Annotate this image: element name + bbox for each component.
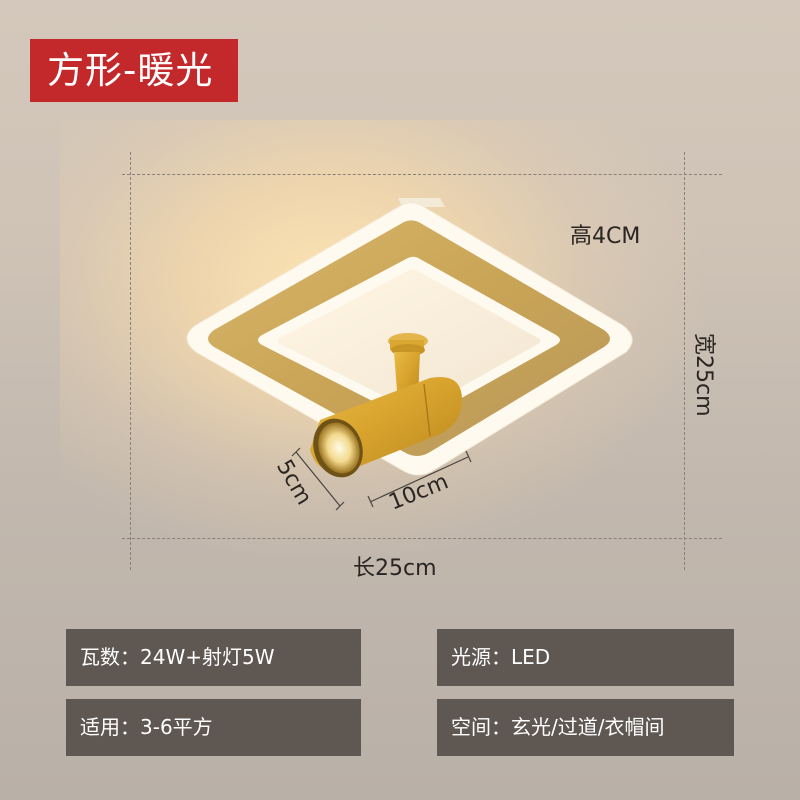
outer-led-ring xyxy=(186,202,633,476)
dimension-line-top xyxy=(122,174,722,175)
spec-area: 适用：3-6平方 xyxy=(66,699,361,756)
dimension-line-right xyxy=(684,152,685,570)
spec-space: 空间：玄光/过道/衣帽间 xyxy=(437,699,734,756)
title-badge: 方形-暖光 xyxy=(30,39,238,102)
spec-light-source: 光源：LED xyxy=(437,629,734,686)
base-plate-edge xyxy=(398,198,445,207)
spec-value: LED xyxy=(511,645,551,669)
width-label: 宽25cm xyxy=(691,333,716,417)
warm-light-glow xyxy=(60,120,700,560)
inner-led-ring xyxy=(258,256,560,421)
height-label: 高4CM xyxy=(570,224,641,249)
inner-panel xyxy=(277,269,541,410)
spotlight-body xyxy=(310,376,462,478)
length-label: 长25cm xyxy=(353,556,437,581)
spot-diameter-label: 5cm xyxy=(271,455,317,510)
spec-label: 空间： xyxy=(451,715,511,739)
spot-length-label: 10cm xyxy=(385,469,452,516)
spec-value: 3-6平方 xyxy=(140,715,213,739)
spec-label: 光源： xyxy=(451,645,511,669)
spec-wattage: 瓦数：24W+射灯5W xyxy=(66,629,361,686)
spec-value: 24W+射灯5W xyxy=(140,645,275,669)
spotlight-stem xyxy=(394,352,420,404)
dimension-line-bottom xyxy=(122,538,722,539)
spec-label: 瓦数： xyxy=(80,645,140,669)
spec-value: 玄光/过道/衣帽间 xyxy=(511,715,665,739)
gold-frame xyxy=(208,220,610,456)
spec-label: 适用： xyxy=(80,715,140,739)
dimension-line-left xyxy=(130,152,131,570)
